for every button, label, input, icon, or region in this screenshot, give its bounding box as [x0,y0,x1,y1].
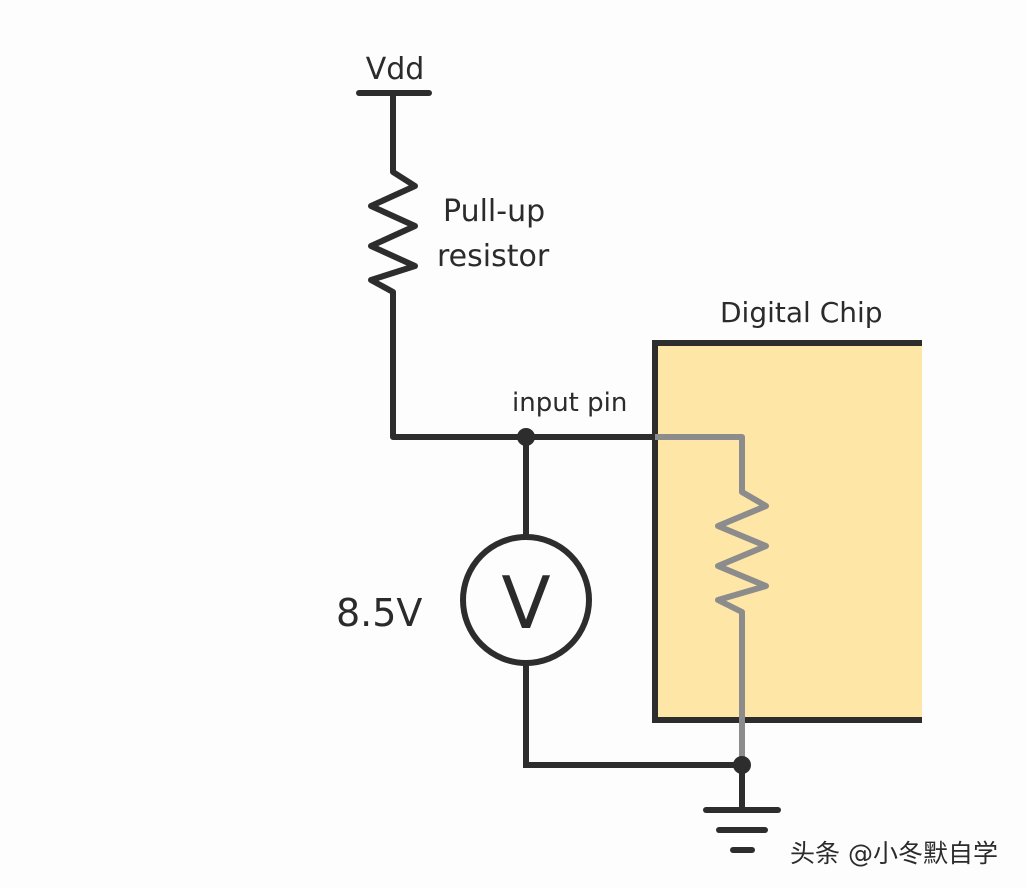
input-pin-junction [517,428,535,446]
voltage-reading: 8.5V [336,591,422,635]
voltmeter [460,534,592,666]
internal-resistor-wire [655,434,769,765]
ground-icon [703,807,781,853]
voltmeter-symbol: V [501,561,550,645]
watermark: 头条 @小冬默自学 [790,839,998,868]
chip-label: Digital Chip [720,296,883,329]
digital-chip-outline [652,340,922,723]
voltmeter-bottom-wire [523,663,742,768]
vdd-label: Vdd [366,52,425,87]
pull-up-resistor-wire [368,93,655,440]
resistor-label-line1: Pull-up [443,194,545,229]
digital-chip-body [655,343,922,720]
input-pin-label: input pin [512,388,627,418]
resistor-label-line2: resistor [437,239,550,274]
